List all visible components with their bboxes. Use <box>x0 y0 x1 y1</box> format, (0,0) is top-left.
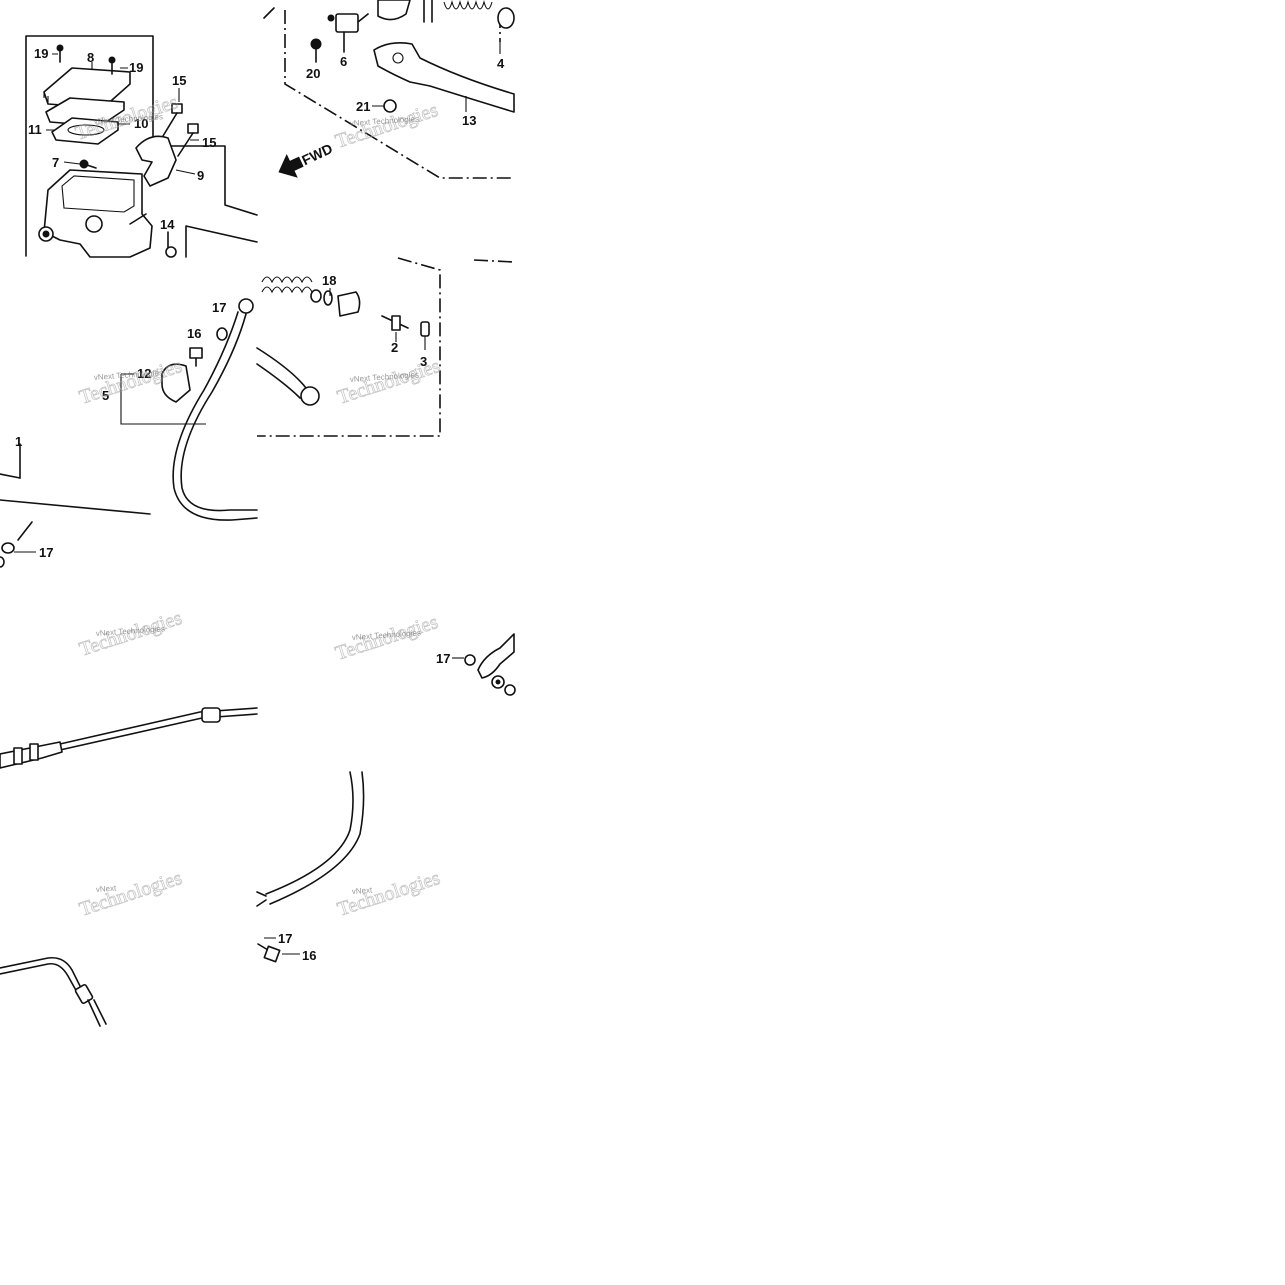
master-piston <box>337 291 361 317</box>
svg-text:vNext: vNext <box>352 886 374 896</box>
screw-7 <box>79 159 97 169</box>
callout-16b: 16 <box>302 948 316 963</box>
callout-15a: 15 <box>172 73 186 88</box>
tile-caliper-banjo: 17 Technologies vNext Technologies <box>332 611 516 696</box>
banjo-fitting <box>477 633 515 679</box>
oil-bolt-16-lower <box>257 943 281 963</box>
tile-brake-pipe: Technologies vNext <box>0 867 185 1027</box>
callout-11: 11 <box>28 122 42 137</box>
brake-hose-lower <box>265 771 354 895</box>
hose-joint <box>161 363 191 403</box>
piston-spring <box>443 0 493 10</box>
tile-piston-set: 18 2 3 Technologies vNext Technologies <box>256 257 515 437</box>
callout-17c: 17 <box>436 651 450 666</box>
callout-17d: 17 <box>278 931 292 946</box>
bolt-15-lower <box>177 123 199 157</box>
fwd-arrow-icon: FWD <box>278 140 335 178</box>
screw-20 <box>310 38 322 63</box>
watermark: Technologies vNext Technologies <box>76 607 185 662</box>
diaphragm <box>51 117 119 145</box>
callout-1: 1 <box>15 434 22 449</box>
master-cylinder-body <box>43 169 153 258</box>
screw-19-right <box>108 56 116 75</box>
tile-hose: 17 16 12 5 1 Technologies vNext Technolo… <box>0 298 258 521</box>
callout-3: 3 <box>420 354 427 369</box>
watermark: Technologies vNext <box>334 867 443 922</box>
callout-13: 13 <box>462 113 476 128</box>
tile-master-cylinder: 19 8 19 15 10 11 15 7 9 14 Technologies … <box>25 35 258 258</box>
callout-19a: 19 <box>34 46 48 61</box>
watermark: Technologies vNext Technologies <box>332 611 441 666</box>
callout-18: 18 <box>322 273 336 288</box>
callout-2: 2 <box>391 340 398 355</box>
callout-6: 6 <box>340 54 347 69</box>
callout-20: 20 <box>306 66 320 81</box>
diaphragm-plate <box>45 97 125 127</box>
svg-text:FWD: FWD <box>299 140 335 168</box>
master-cylinder-holder <box>135 135 177 187</box>
svg-text:Technologies: Technologies <box>77 867 185 921</box>
bolt-15-upper <box>162 103 183 137</box>
brake-lever <box>373 42 515 113</box>
callout-14: 14 <box>160 217 175 232</box>
brake-pipe <box>59 707 258 745</box>
brake-pipe-lower <box>0 956 83 991</box>
callout-17b: 17 <box>39 545 53 560</box>
callout-4: 4 <box>497 56 505 71</box>
callout-10: 10 <box>134 116 148 131</box>
callout-7: 7 <box>52 155 59 170</box>
watermark: Technologies vNext Technologies <box>334 355 443 410</box>
callout-19b: 19 <box>129 60 143 75</box>
tile-hose-end: 17 16 Technologies vNext <box>256 771 443 963</box>
pivot-bolt <box>381 315 409 331</box>
watermark: Technologies vNext <box>76 867 185 922</box>
oil-bolt-16 <box>189 347 203 367</box>
brake-hose-inner <box>172 311 258 521</box>
svg-text:Technologies: Technologies <box>335 867 443 921</box>
callout-15b: 15 <box>202 135 216 150</box>
callout-21: 21 <box>356 99 370 114</box>
callout-9: 9 <box>197 168 204 183</box>
screw-19-left <box>56 44 64 63</box>
svg-text:vNext: vNext <box>96 884 118 894</box>
callout-17a: 17 <box>212 300 226 315</box>
callout-5: 5 <box>102 388 109 403</box>
callout-8: 8 <box>87 50 94 65</box>
brake-hose <box>180 313 258 512</box>
tile-lever-fwd: FWD 20 6 4 21 13 Technologies vNext Tech… <box>263 0 515 179</box>
tile-lower-hose: 17 Technologies vNext Technologies <box>0 521 258 769</box>
callout-16a: 16 <box>187 326 201 341</box>
brake-light-switch <box>327 13 369 53</box>
callout-12: 12 <box>137 366 151 381</box>
